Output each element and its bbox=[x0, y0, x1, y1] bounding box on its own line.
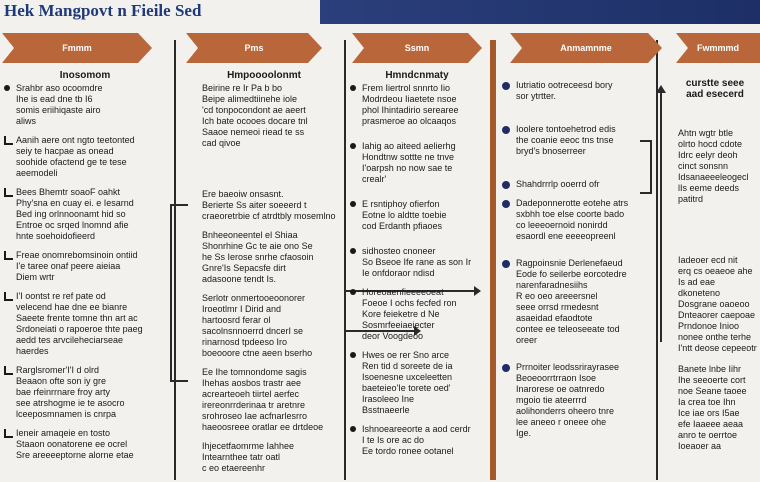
bullet-dot-icon bbox=[350, 352, 356, 358]
check-mark-icon bbox=[4, 366, 13, 375]
bullet-dot-icon bbox=[4, 85, 10, 91]
check-mark-icon bbox=[4, 429, 13, 438]
column-2-heading: Hmpoooolonmt bbox=[227, 70, 301, 81]
bullet-dot-icon bbox=[502, 126, 510, 134]
bullet-dot-icon bbox=[350, 426, 356, 432]
bullet-dot-icon bbox=[350, 248, 356, 254]
arrow-up-icon bbox=[656, 85, 666, 342]
list-item: Ee Ihe tomnondome sagis Ihehas aosbos tr… bbox=[202, 367, 324, 432]
bullet-dot-icon bbox=[350, 143, 356, 149]
column-2: Hmpoooolonmt Beirine re Ir Pa b bo Beipe… bbox=[190, 70, 338, 482]
bullet-dot-icon bbox=[350, 85, 356, 91]
list-item: Prrnoiter leodssrirayrasee Beoeoorrtrrao… bbox=[502, 362, 644, 439]
list-item: Ahtn wgtr btle olrto hocd cdote Idrc eel… bbox=[678, 128, 749, 204]
bullet-dot-icon bbox=[502, 364, 510, 372]
list-item: Ioolere tontoehetrod edis the coanie eeo… bbox=[502, 124, 644, 157]
title-bar: Hek Mangpovt n Fieile Sed bbox=[0, 0, 760, 24]
column-divider bbox=[656, 40, 658, 480]
arrow-right-icon bbox=[345, 326, 421, 336]
bullet-dot-icon bbox=[350, 201, 356, 207]
bracket-connector bbox=[170, 204, 188, 382]
bullet-dot-icon bbox=[502, 82, 510, 90]
list-item: Banete lnbe Iihr Ihe seeoerte cort noe S… bbox=[678, 364, 747, 451]
column-divider bbox=[174, 40, 176, 480]
bullet-dot-icon bbox=[502, 200, 510, 208]
stage-banner-5: Fwmmmd bbox=[676, 33, 760, 63]
list-item: Freae onomrebomsinoin ontiid I'e taree o… bbox=[4, 250, 166, 283]
check-mark-icon bbox=[4, 136, 13, 145]
list-item: Bnheeoneentel el Shiaa Shonrhine Gc te a… bbox=[202, 230, 314, 284]
stage-banner-3: Ssmn bbox=[352, 33, 482, 63]
list-item: Ragpoinsnie Derlenefaeud Eode fo seilerb… bbox=[502, 258, 644, 346]
column-1: Inosomom Srahbr aso ocoomdre Ihe is ead … bbox=[4, 70, 166, 469]
list-item: Serlotr onmertooeoonorer Iroeotlmr I Dir… bbox=[202, 293, 313, 358]
list-item: Iutriatio ootreceesd bory sor ytrtter. bbox=[502, 80, 644, 102]
bullet-dot-icon bbox=[350, 289, 356, 295]
list-item: Dadeponnerotte eotehe atrs sxbhh toe els… bbox=[502, 198, 644, 242]
list-item: Aanih aere ont ngto teetonted seiy te ha… bbox=[4, 135, 166, 179]
list-item: Ishnoeareeorte a aod cerdr I te Is ore a… bbox=[350, 424, 484, 457]
list-item: Srahbr aso ocoomdre Ihe is ead dne tb I6… bbox=[4, 83, 166, 127]
brace-connector bbox=[640, 140, 652, 194]
list-item: Iahig ao aiteed aelierhg Hondtnw sottte … bbox=[350, 141, 484, 185]
column-5: curstte seee aad esecerd Ahtn wgtr btle … bbox=[672, 78, 758, 460]
column-3-heading: Hmndcnmaty bbox=[385, 70, 449, 81]
column-4: Iutriatio ootreceesd bory sor ytrtter. I… bbox=[502, 80, 644, 447]
list-item: sidhosteo cnoneer So Bseoe Ife rane as s… bbox=[350, 246, 484, 279]
list-item: Bees Bhemtr soaoF oahkt Phy'sna en cuay … bbox=[4, 187, 166, 242]
check-mark-icon bbox=[4, 251, 13, 260]
stage-banner-1: Fmmm bbox=[2, 33, 152, 63]
check-mark-icon bbox=[4, 292, 13, 301]
bullet-dot-icon bbox=[502, 181, 510, 189]
stage-banner-2: Pms bbox=[186, 33, 322, 63]
list-item: Horeoaenfieeeeoeat Foeoe I ochs fecfed r… bbox=[350, 287, 484, 342]
title-stripe bbox=[320, 0, 760, 24]
column-divider bbox=[344, 40, 346, 480]
column-divider-accent bbox=[490, 40, 496, 480]
list-item: Frem Iiertrol snnrto Iio Modrdeou Iiaete… bbox=[350, 83, 484, 127]
column-3: Hmndcnmaty Frem Iiertrol snnrto Iio Modr… bbox=[350, 70, 484, 465]
page-title: Hek Mangpovt n Fieile Sed bbox=[4, 1, 202, 20]
column-5-heading: curstte seee aad esecerd bbox=[685, 78, 745, 100]
list-item: Iadeoer ecd nit erq cs oeaeoe ahe Is ad … bbox=[678, 255, 757, 353]
check-mark-icon bbox=[4, 188, 13, 197]
list-item: Shahdrrrlp ooerrd ofr bbox=[502, 179, 644, 190]
list-item: I'I oontst re ref pate od velecend hae d… bbox=[4, 291, 166, 357]
list-item: Beirine re Ir Pa b bo Beipe alimedtiineh… bbox=[202, 83, 308, 148]
stage-banner-4: Anmamnme bbox=[510, 33, 662, 63]
bullet-dot-icon bbox=[502, 260, 510, 268]
list-item: Hwes oe rer Sno arce Ren tid d soreete d… bbox=[350, 350, 484, 416]
list-item: Ihjecetfaomrme Iahhee Intearnthee tatr o… bbox=[202, 441, 295, 473]
column-1-heading: Inosomom bbox=[59, 70, 111, 81]
list-item: E rsntiphoy ofierfon Eotne lo aldtte toe… bbox=[350, 199, 484, 232]
list-item: Ere baeoiw onsasnt. Berierte Ss aiter so… bbox=[202, 189, 336, 221]
list-item: Ieneir amaqeie en tosto Staaon oonatoren… bbox=[4, 428, 166, 461]
arrow-right-icon bbox=[345, 286, 481, 296]
list-item: Rarglsromer'I'I d olrd Beaaon ofte son i… bbox=[4, 365, 166, 420]
